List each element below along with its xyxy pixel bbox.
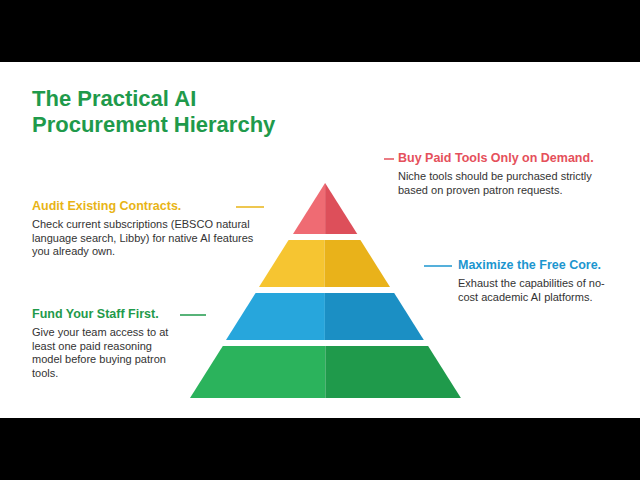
tier-description: Exhaust the capabilities of no-cost acad… [458,277,623,304]
tier-face [293,183,325,234]
tier-face [325,293,424,340]
tier-face [325,346,461,398]
tier-shape [226,293,424,340]
diagram-title: The Practical AI Procurement Hierarchy [32,86,322,138]
tier-heading: Maximize the Free Core. [458,258,601,273]
leader-line [424,265,452,267]
tier-heading: Fund Your Staff First. [32,307,159,322]
leader-line [236,206,264,208]
leader-line [180,314,206,316]
tier-face [226,293,325,340]
tier-shape [259,240,390,287]
leader-line [384,158,394,160]
tier-shape [293,183,357,234]
tier-shape [190,346,461,398]
letterbox-bar [0,0,640,62]
pyramid-tier: Buy Paid Tools Only on Demand.Niche tool… [293,183,357,234]
pyramid-tier: Fund Your Staff First.Give your team acc… [190,346,461,398]
tier-face [325,183,357,234]
tier-heading: Audit Existing Contracts. [32,199,181,214]
letterbox-bar [0,418,640,480]
tier-heading: Buy Paid Tools Only on Demand. [398,151,594,166]
tier-face [259,240,325,287]
tier-description: Check current subscriptions (EBSCO natur… [32,218,257,259]
tier-description: Give your team access to at least one pa… [32,326,182,380]
tier-description: Niche tools should be purchased strictly… [398,170,613,197]
tier-face [190,346,325,398]
pyramid-tier: Maximize the Free Core.Exhaust the capab… [226,293,424,340]
tier-face [325,240,391,287]
pyramid-tier: Audit Existing Contracts.Check current s… [259,240,390,287]
